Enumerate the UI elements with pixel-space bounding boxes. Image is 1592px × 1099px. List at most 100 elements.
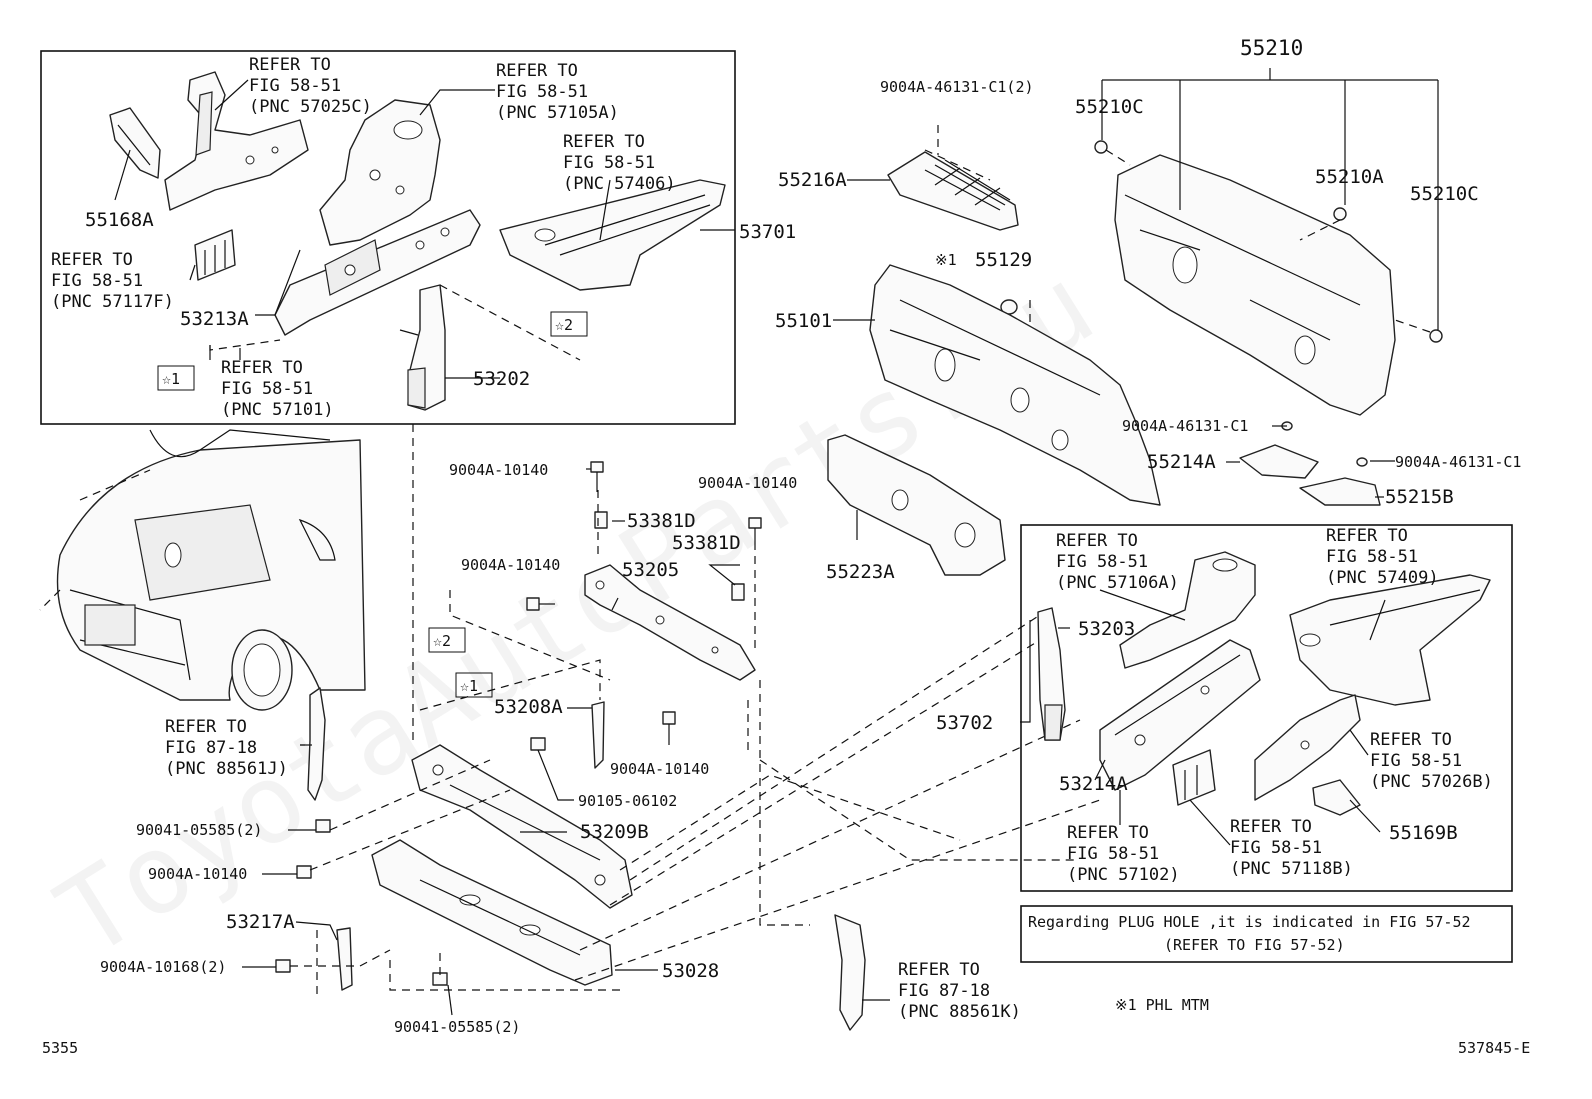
marker-star2-box-b [428,627,466,653]
vehicle-illustration [56,429,366,711]
refer-57106A-line3: (PNC 57106A) [1056,573,1179,593]
label-9004A-46131-C1-2: 9004A-46131-C1(2) [880,78,1034,96]
label-55129: 55129 [975,249,1032,271]
refer-57118B-line2: FIG 58-51 [1230,838,1322,858]
refer-57105A-line1: REFER TO [496,61,578,81]
part-55168A-drawing [109,107,161,179]
label-53701: 53701 [739,221,796,243]
refer-57406-line2: FIG 58-51 [563,153,655,173]
part-57105A-drawing [319,99,441,246]
refer-57026B-line3: (PNC 57026B) [1370,772,1493,792]
refer-57106A-line2: FIG 58-51 [1056,552,1148,572]
refer-57118B-line3: (PNC 57118B) [1230,859,1353,879]
refer-57117F-line2: FIG 58-51 [51,271,143,291]
part-53028-drawing [371,839,613,986]
label-53205: 53205 [622,559,679,581]
refer-57106A-line1: REFER TO [1056,531,1138,551]
label-53213A: 53213A [180,308,249,330]
clip-55210C-b [1429,329,1443,343]
label-55223A: 55223A [826,561,895,583]
label-53202: 53202 [473,368,530,390]
refer-57409-line2: FIG 58-51 [1326,547,1418,567]
part-55101-drawing [869,264,1161,506]
clip-55210C-a [1094,140,1108,154]
refer-57026B-line1: REFER TO [1370,730,1452,750]
label-53702: 53702 [936,712,993,734]
marker-star1-a: ☆1 [162,370,180,388]
part-53205-drawing [584,564,756,681]
clip-55210A [1333,207,1347,221]
refer-57409-line1: REFER TO [1326,526,1408,546]
part-57026B-drawing [1254,694,1361,801]
label-90105-06102: 90105-06102 [578,792,677,810]
front-side-member-inset-box [40,50,736,425]
refer-57102-line3: (PNC 57102) [1067,865,1180,885]
bolt-90041-05585-a [315,819,331,833]
refer-57105A-line3: (PNC 57105A) [496,103,619,123]
label-55168A: 55168A [85,209,154,231]
label-55169B: 55169B [1389,822,1458,844]
bolt-9004A-10140-left2 [296,865,312,879]
nut-53381D-b [731,583,745,601]
refer-88561J-line2: FIG 87-18 [165,738,257,758]
part-53209B-drawing [411,744,633,909]
label-9004A-46131-C1-a: 9004A-46131-C1 [1122,417,1248,435]
phl-mtm-note: ※1 PHL MTM [1115,996,1209,1014]
bolt-9004A-10140-top [590,461,604,492]
bolt-90105-06102 [530,737,574,801]
part-53208A-drawing [591,701,605,769]
marker-star2-b: ☆2 [433,632,451,650]
refer-57025C-line2: FIG 58-51 [249,76,341,96]
part-53202-drawing [399,284,446,411]
label-55101: 55101 [775,310,832,332]
part-57025C-drawing [164,71,309,211]
bolt-9004A-10140-left [526,597,555,611]
part-53701-drawing [274,209,481,336]
part-57106A-drawing [1119,551,1256,669]
refer-88561K-line1: REFER TO [898,960,980,980]
part-57117F-drawing [194,229,236,281]
label-53214A: 53214A [1059,773,1128,795]
front-side-member-rh-inset-box [1020,524,1513,892]
refer-57406-line1: REFER TO [563,132,645,152]
label-55210: 55210 [1240,36,1303,60]
label-53203: 53203 [1078,618,1135,640]
page-code: 5355 [42,1039,78,1057]
refer-57105A-line2: FIG 58-51 [496,82,588,102]
refer-57102-line2: FIG 58-51 [1067,844,1159,864]
refer-88561J-line3: (PNC 88561J) [165,759,288,779]
label-55210A: 55210A [1315,166,1384,188]
part-53214A-drawing [1099,639,1261,791]
bolt-9004A-10140-lower [662,711,676,745]
plug-hole-note-line1: Regarding PLUG HOLE ,it is indicated in … [1028,913,1471,931]
refer-57117F-line1: REFER TO [51,250,133,270]
note-mark-55129: ※1 [935,251,957,269]
part-55214A-drawing [1239,444,1319,479]
label-9004A-10140-a: 9004A-10140 [449,461,548,479]
refer-57101-line3: (PNC 57101) [221,400,334,420]
label-9004A-10140-c: 9004A-10140 [461,556,560,574]
refer-57102-line1: REFER TO [1067,823,1149,843]
part-57118B-drawing [1172,749,1216,806]
refer-88561K-line2: FIG 87-18 [898,981,990,1001]
label-90041-05585-2-b: 90041-05585(2) [394,1018,520,1036]
label-9004A-46131-C1-b: 9004A-46131-C1 [1395,453,1521,471]
marker-star1-b: ☆1 [460,677,478,695]
marker-star1-box-b [455,672,493,698]
part-53217A-drawing [336,927,353,991]
bolt-9004A-10140-right [748,517,762,542]
refer-57406-line3: (PNC 57406) [563,174,676,194]
refer-57409-line3: (PNC 57409) [1326,568,1439,588]
label-55214A: 55214A [1147,451,1216,473]
nut-53381D-a [594,511,608,529]
label-53028: 53028 [662,960,719,982]
part-55223A-drawing [827,434,1006,576]
label-90041-05585-2-a: 90041-05585(2) [136,821,262,839]
label-9004A-10140-d: 9004A-10140 [610,760,709,778]
refer-88561K-line3: (PNC 88561K) [898,1002,1021,1022]
refer-57026B-line2: FIG 58-51 [1370,751,1462,771]
label-55210C-a: 55210C [1075,96,1144,118]
diagram-code: 537845-E [1458,1039,1530,1057]
label-53208A: 53208A [494,696,563,718]
